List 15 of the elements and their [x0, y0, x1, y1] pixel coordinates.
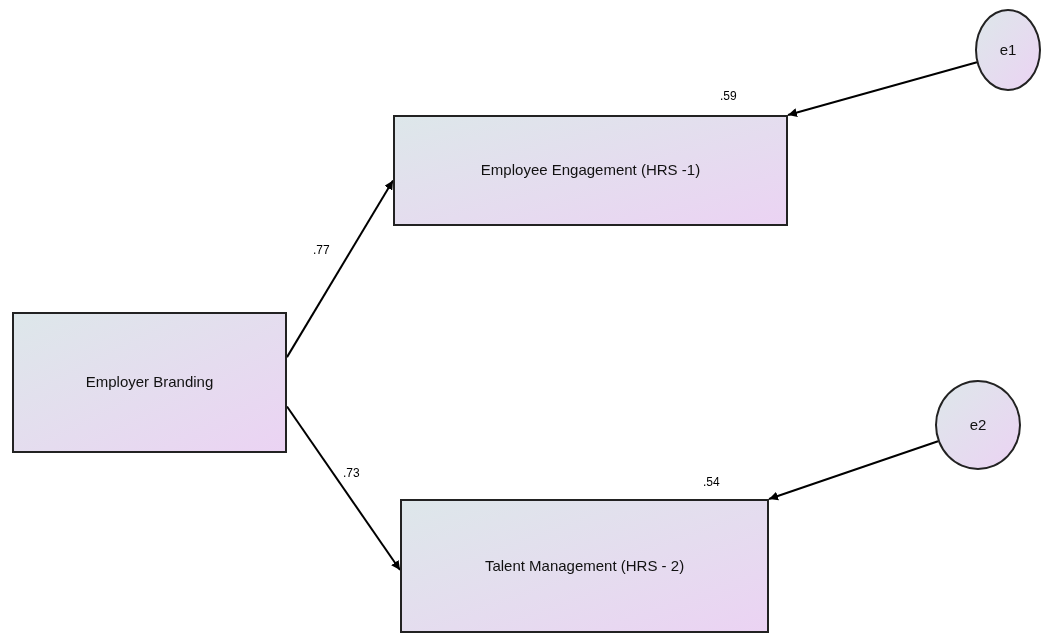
variance-value: .54: [703, 476, 720, 488]
node-label: Talent Management (HRS - 2): [484, 555, 685, 576]
node-label: e1: [999, 39, 1017, 60]
arrow: [286, 405, 401, 571]
variable-box: [400, 499, 769, 633]
node-label: e2: [969, 414, 987, 435]
arrow: [286, 179, 394, 359]
arrow: [768, 440, 939, 501]
edge-label: .73: [343, 467, 360, 479]
edge-label: .77: [313, 244, 330, 256]
variable-box: [12, 312, 287, 453]
node-label: Employer Branding: [85, 372, 214, 393]
variable-box: [393, 115, 788, 226]
variance-value: .59: [720, 90, 737, 102]
node-label: Employee Engagement (HRS -1): [480, 160, 701, 181]
